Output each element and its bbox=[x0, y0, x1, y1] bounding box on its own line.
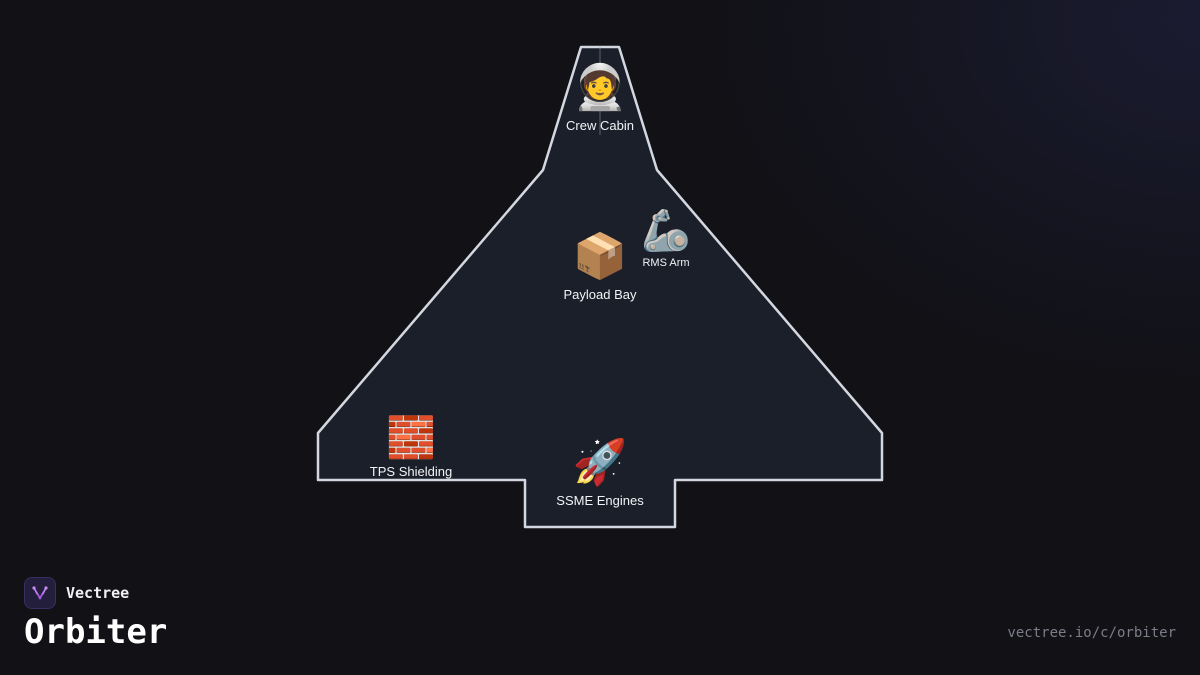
mechanical-arm-icon: 🦾 bbox=[641, 208, 691, 254]
brand-name[interactable]: Vectree bbox=[66, 584, 130, 602]
node-label: RMS Arm bbox=[642, 257, 690, 269]
node-label: Crew Cabin bbox=[566, 118, 634, 133]
node-rms-arm[interactable]: 🦾 RMS Arm bbox=[641, 211, 691, 269]
rocket-icon: 🚀 bbox=[572, 437, 628, 488]
brick-icon: 🧱 bbox=[386, 415, 436, 461]
node-label: Payload Bay bbox=[563, 287, 637, 302]
node-ssme-engines[interactable]: 🚀 SSME Engines bbox=[556, 437, 644, 509]
node-tps-shielding[interactable]: 🧱 TPS Shielding bbox=[370, 418, 452, 479]
brand-block: Vectree Orbiter bbox=[24, 577, 167, 649]
node-payload-bay[interactable]: 📦 Payload Bay bbox=[563, 231, 637, 303]
package-icon: 📦 bbox=[572, 231, 628, 282]
page-title: Orbiter bbox=[24, 612, 168, 652]
node-label: TPS Shielding bbox=[369, 464, 453, 479]
astronaut-icon: 🧑‍🚀 bbox=[572, 62, 628, 113]
node-label: SSME Engines bbox=[556, 493, 644, 508]
orbiter-silhouette bbox=[316, 45, 884, 529]
node-crew-cabin[interactable]: 🧑‍🚀 Crew Cabin bbox=[566, 62, 634, 134]
source-url-link[interactable]: vectree.io/c/orbiter bbox=[1007, 625, 1176, 641]
vectree-logo-icon[interactable] bbox=[24, 577, 56, 609]
